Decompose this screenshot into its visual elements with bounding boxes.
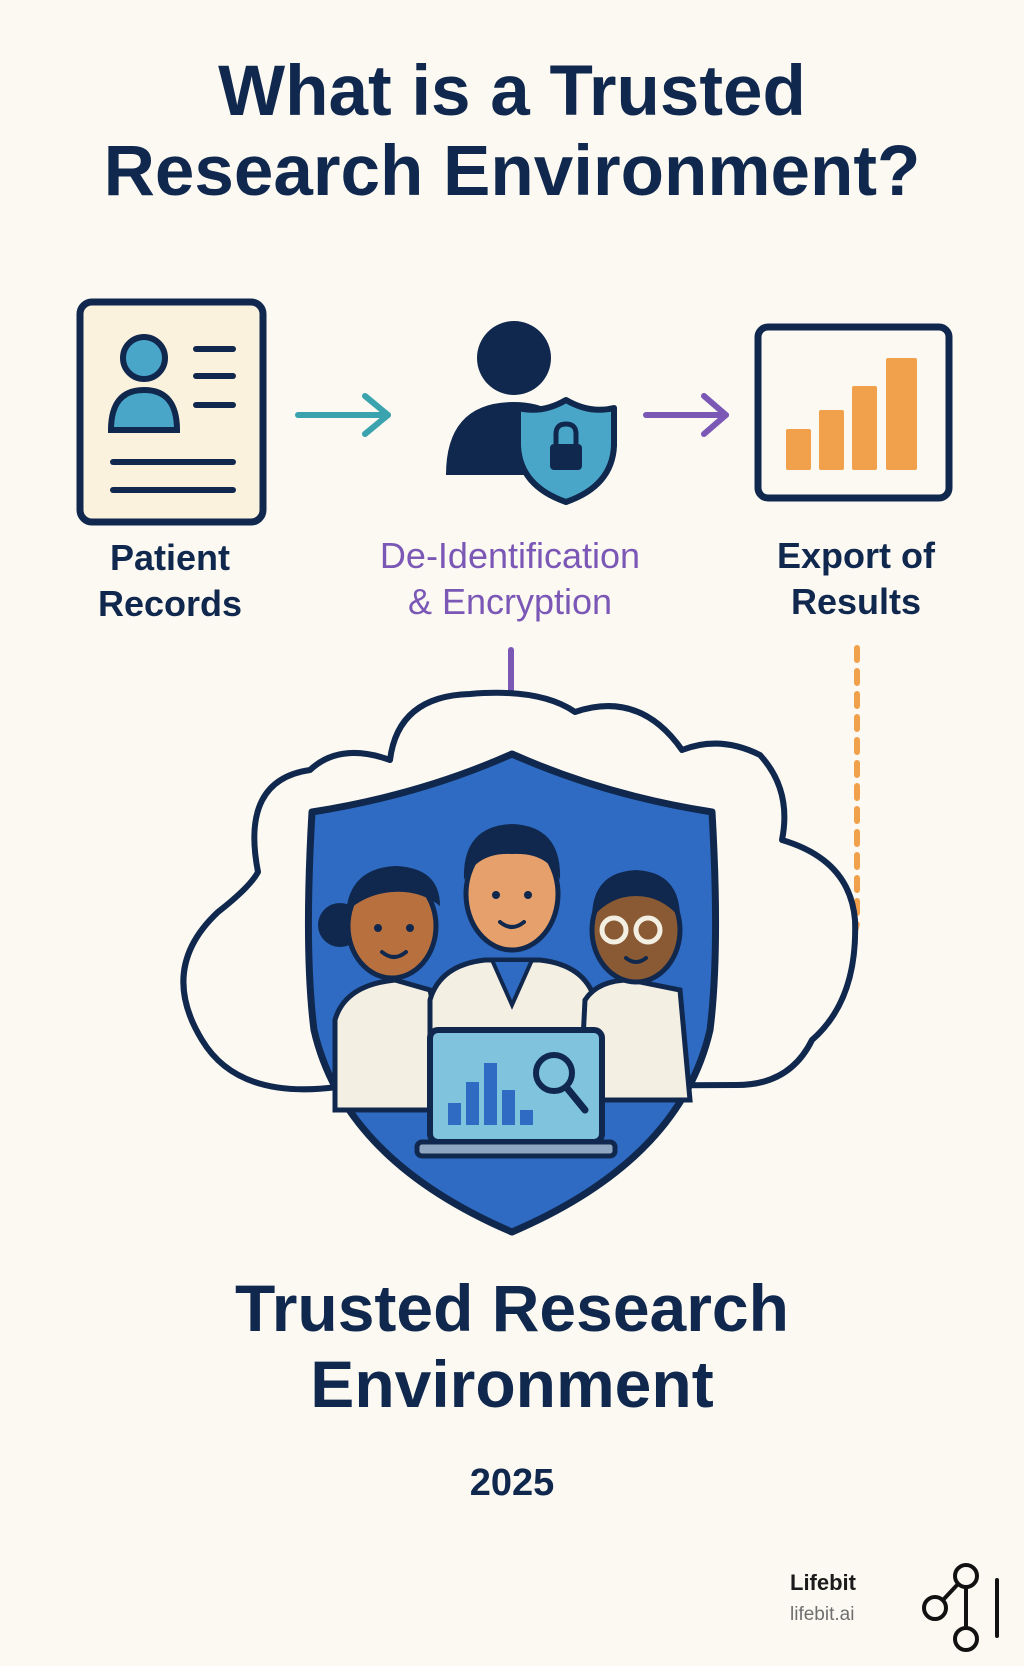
stage-label-export-results: Export of Results	[740, 533, 972, 625]
laptop-icon	[414, 1027, 618, 1159]
bar-chart-icon	[754, 323, 953, 502]
environment-title-line-2: Environment	[310, 1347, 714, 1421]
user-shield-lock-icon	[446, 321, 617, 505]
lifebit-logo-icon	[922, 1563, 999, 1652]
stage-label-export-line-1: Export of	[777, 535, 935, 576]
page-title-line-1: What is a Trusted	[218, 52, 806, 131]
stage-label-de-identification: De-Identification & Encryption	[330, 533, 690, 625]
brand-url: lifebit.ai	[790, 1604, 855, 1625]
researcher-right	[577, 870, 693, 1103]
stage-label-deid-line-1: De-Identification	[379, 535, 641, 576]
environment-title: Trusted Research Environment	[0, 1270, 1024, 1422]
page-title: What is a Trusted Research Environment?	[0, 52, 1024, 212]
stage-label-deid-line-2: & Encryption	[407, 581, 613, 622]
arrow-right-purple-icon	[643, 393, 729, 437]
environment-title-line-1: Trusted Research	[235, 1271, 789, 1345]
patient-record-icon	[76, 298, 267, 526]
researcher-left	[318, 866, 459, 1113]
stage-label-patient-line-2: Records	[97, 583, 243, 624]
stage-label-patient-records: Patient Records	[70, 535, 270, 627]
arrow-right-teal-icon	[295, 393, 391, 437]
year-label: 2025	[469, 1462, 555, 1504]
stage-label-patient-line-1: Patient	[109, 537, 231, 578]
cloud-shield-researchers-icon	[180, 689, 859, 1236]
page-title-line-2: Research Environment?	[103, 132, 921, 211]
stage-label-export-line-2: Results	[790, 581, 922, 622]
brand-name: Lifebit	[790, 1570, 856, 1595]
